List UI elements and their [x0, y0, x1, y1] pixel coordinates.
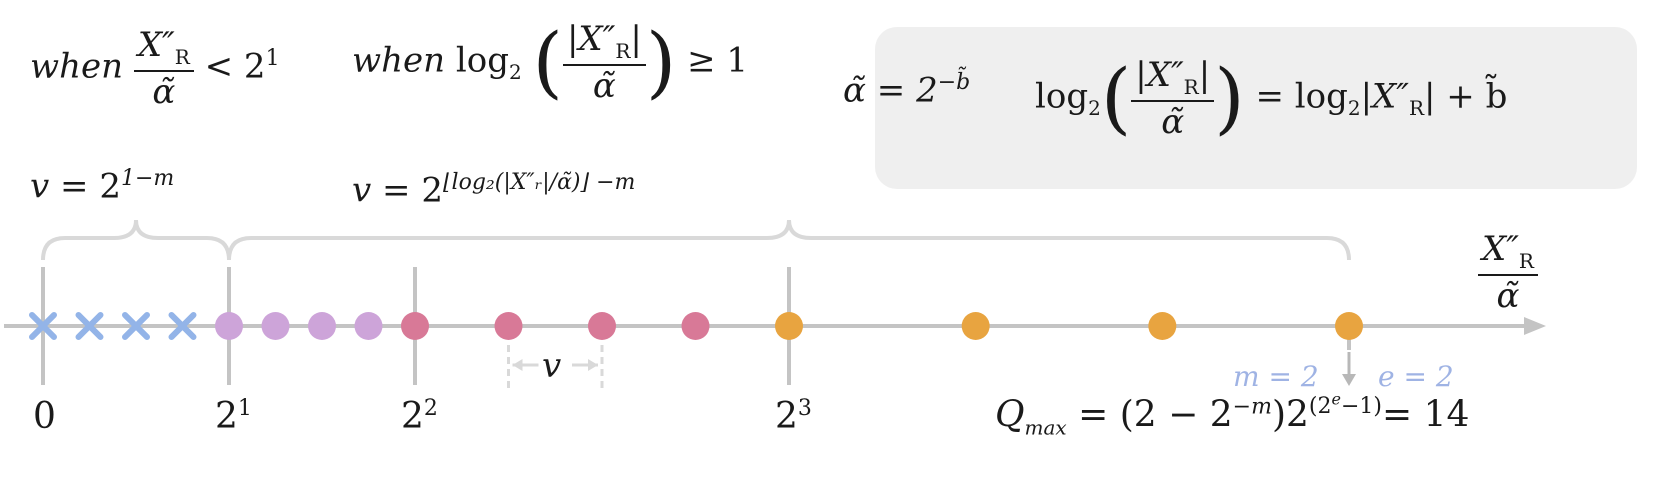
cross-stroke: [122, 312, 150, 340]
axis-label: X″R α̃: [1478, 232, 1538, 313]
orange-point: [775, 312, 803, 340]
purple-point: [308, 312, 336, 340]
m-label: m = 2: [1233, 360, 1319, 393]
orange-point: [1335, 312, 1363, 340]
orange-point: [1148, 312, 1177, 340]
v-formula-low: v = 21−m: [30, 166, 175, 207]
cross-point: [168, 312, 197, 340]
purple-point: [261, 312, 290, 340]
quantization-points: [29, 312, 1363, 340]
tick-label: 0: [33, 396, 56, 437]
cross-stroke: [168, 312, 197, 340]
v-marker-label: v: [542, 346, 562, 386]
fraction: X″R α̃: [133, 28, 194, 109]
v-interval-marker: [507, 345, 604, 388]
pink-point: [494, 312, 523, 340]
cross-stroke: [75, 312, 104, 340]
log-identity: log2( |X″R| α̃ ) = log2|X″R| + b̃: [1035, 53, 1508, 144]
e-label: e = 2: [1378, 360, 1454, 393]
tick-label: 22: [401, 396, 438, 437]
max-down-arrow: [1342, 352, 1356, 386]
cross-point: [122, 312, 150, 340]
alpha-definition: α̃ = 2−b̃: [843, 70, 971, 111]
pink-point: [681, 312, 710, 340]
axis-arrowhead: [1524, 317, 1546, 335]
v-formula-high: v = 2⌊log₂(|X″ᵣ|/α̃)⌋ −m: [352, 170, 636, 211]
condition-low: when X″R α̃ < 21: [30, 25, 280, 112]
brace-high: [227, 219, 1351, 261]
identity-panel: [875, 27, 1637, 189]
v-arrowhead-left: [512, 359, 523, 371]
cross-point: [75, 312, 104, 340]
cross-point: [29, 312, 57, 340]
braces: [41, 219, 1351, 261]
tick-label: 21: [215, 396, 252, 437]
purple-point: [354, 312, 383, 340]
v-arrowhead-right: [588, 359, 598, 371]
tick-label: 23: [775, 396, 812, 437]
fraction: |X″R| α̃: [562, 22, 646, 103]
purple-point: [215, 312, 243, 340]
orange-point: [961, 312, 990, 340]
pink-point: [401, 312, 429, 340]
cross-stroke: [29, 312, 57, 340]
qmax-formula: Qmax = (2 − 2−m)2(2e−1)= 14: [995, 390, 1470, 440]
condition-high: when log2 ( |X″R| α̃ ) ≥ 1: [352, 17, 749, 108]
down-arrowhead: [1342, 374, 1356, 386]
pink-point: [588, 312, 616, 340]
brace-low: [41, 219, 231, 261]
